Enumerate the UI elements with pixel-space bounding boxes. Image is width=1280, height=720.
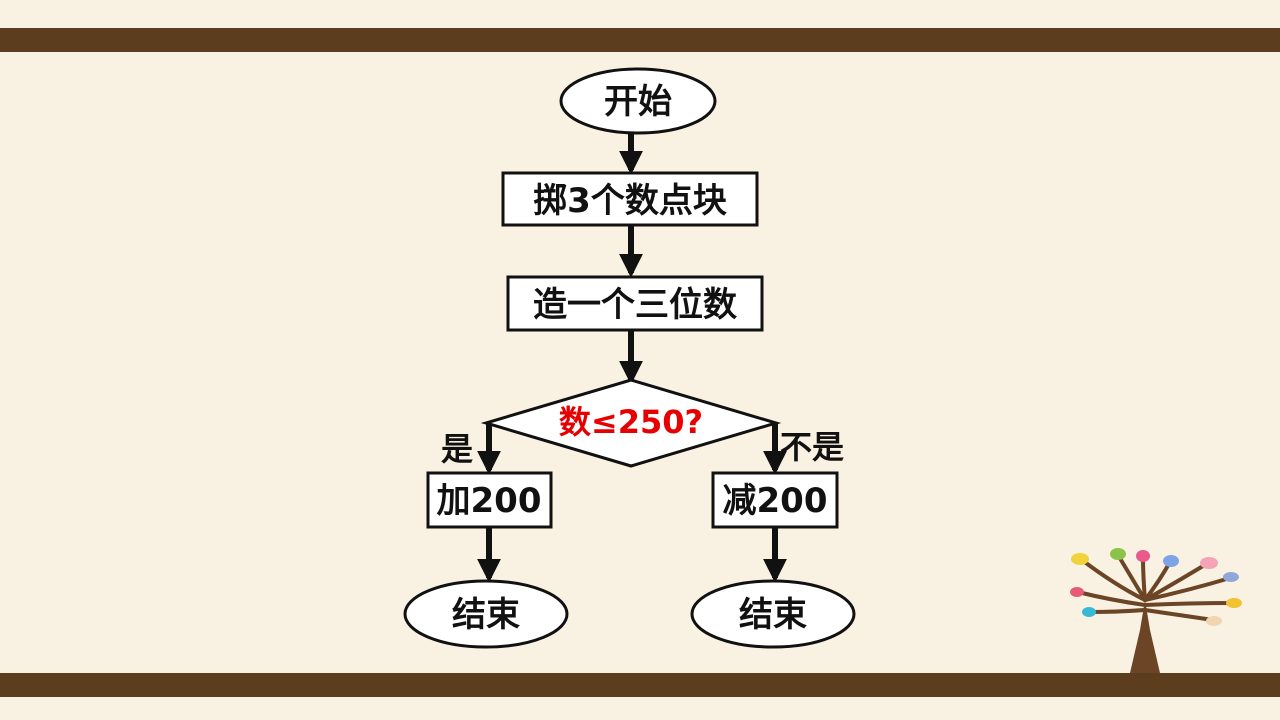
yes-action-box (426, 471, 553, 529)
step1-label: 掷3个数点块 (533, 181, 727, 221)
end-left-label: 结束 (452, 595, 520, 635)
start-label: 开始 (604, 82, 672, 122)
condition-label: 数≤250? (559, 403, 703, 441)
top-band (0, 28, 1280, 52)
start-node (559, 67, 717, 135)
end-node-right (690, 579, 856, 649)
tree-icon (1070, 548, 1242, 673)
connectors (477, 131, 787, 583)
no-action-label: 减200 (723, 481, 828, 521)
bottom-band (0, 673, 1280, 697)
no-action-box (711, 471, 839, 529)
step2-box (506, 275, 764, 332)
end-right-label: 结束 (739, 595, 807, 635)
no-label: 不是 (780, 428, 844, 466)
end-node-left (403, 579, 569, 649)
yes-action-label: 加200 (437, 481, 542, 521)
condition-diamond (480, 378, 782, 468)
step2-label: 造一个三位数 (533, 285, 737, 325)
yes-label: 是 (441, 430, 473, 468)
step1-box (501, 171, 759, 227)
